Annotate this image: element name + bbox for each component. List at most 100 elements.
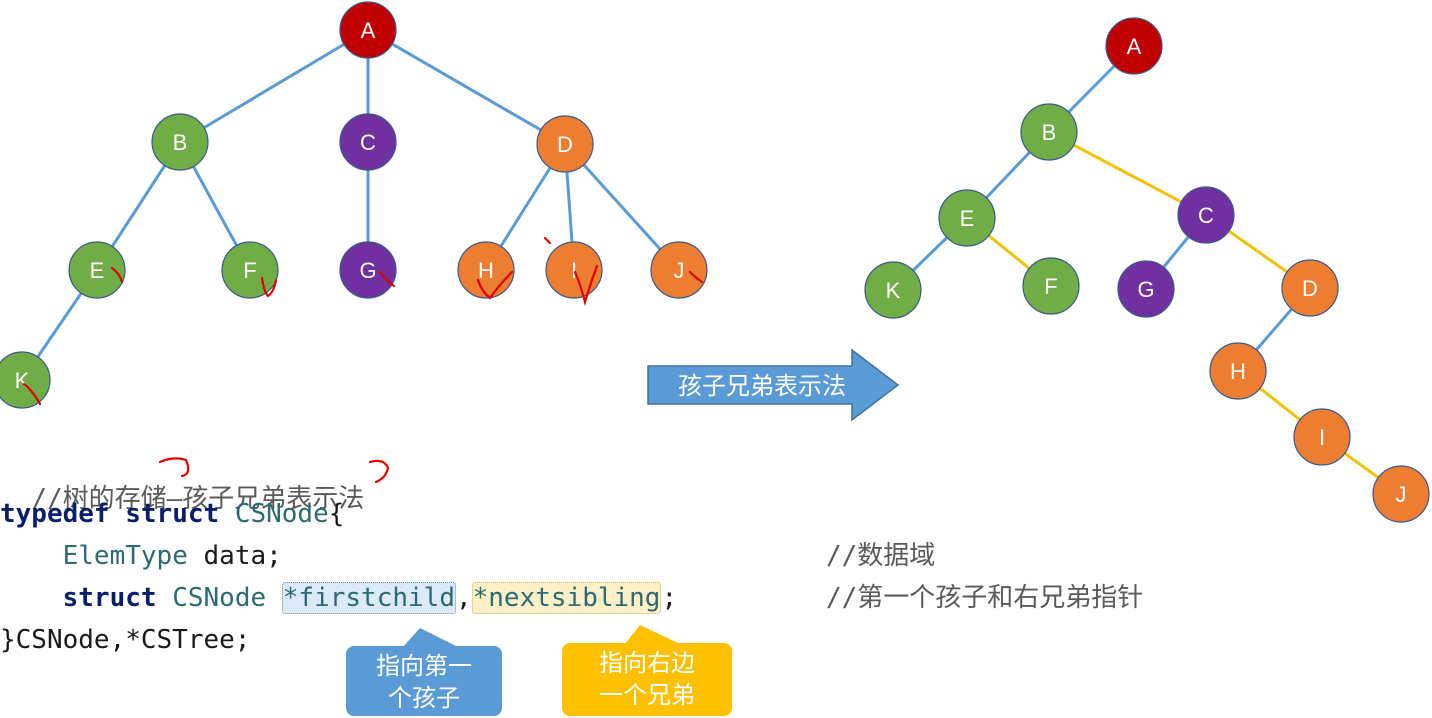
comment-text: //树的存储—孩子兄弟表示法	[31, 484, 365, 514]
right-node-j: J	[1372, 465, 1430, 523]
type-elemtype: ElemType	[62, 541, 188, 571]
callout-nextsibling: 指向右边 一个兄弟	[562, 625, 732, 716]
left-node-circle-b	[151, 113, 209, 171]
right-node-label-h: H	[1230, 359, 1246, 384]
right-node-a: A	[1105, 17, 1163, 75]
keyword-struct-2: struct	[62, 583, 157, 613]
transform-arrow: 孩子兄弟表示法	[647, 348, 900, 422]
left-edge-a-d	[367, 28, 566, 146]
left-tree-edges	[20, 28, 681, 381]
left-node-circle-k	[0, 351, 51, 409]
right-sibling-edge-b-c	[1048, 130, 1207, 217]
open-brace: {	[328, 499, 345, 529]
left-edge-a-b	[179, 28, 369, 144]
right-node-circle-i	[1293, 408, 1351, 466]
right-node-d: D	[1281, 259, 1339, 317]
semicolon: ;	[661, 583, 678, 613]
right-node-b: B	[1020, 103, 1078, 161]
code-comment-title: //树的存储—孩子兄弟表示法	[0, 454, 364, 514]
right-node-label-f: F	[1044, 274, 1057, 299]
left-node-f: F	[221, 241, 279, 299]
right-node-circle-c	[1177, 186, 1235, 244]
right-node-circle-d	[1281, 259, 1339, 317]
callout-firstchild-line1: 指向第一	[376, 652, 472, 680]
callout-firstchild-line2: 个孩子	[388, 684, 460, 712]
left-node-circle-e	[68, 241, 126, 299]
type-csnode: CSNode	[234, 499, 329, 529]
right-node-i: I	[1293, 408, 1351, 466]
left-node-label-i: I	[571, 258, 577, 283]
arrow-label: 孩子兄弟表示法	[678, 372, 846, 400]
left-node-label-b: B	[173, 130, 188, 155]
left-node-label-a: A	[361, 18, 376, 43]
code-line-close: }CSNode,*CSTree;	[0, 625, 250, 655]
keyword-typedef: typedef	[0, 499, 110, 529]
comment-data-field: //数据域	[826, 541, 936, 571]
right-node-circle-e	[938, 189, 996, 247]
left-node-label-j: J	[674, 258, 685, 283]
right-node-h: H	[1209, 342, 1267, 400]
code-line-data: ElemType data;	[0, 541, 282, 571]
left-node-b: B	[151, 113, 209, 171]
left-node-e: E	[68, 241, 126, 299]
left-node-label-e: E	[90, 258, 105, 283]
left-node-circle-j	[650, 241, 708, 299]
right-node-circle-f	[1022, 257, 1080, 315]
right-node-label-i: I	[1319, 425, 1325, 450]
right-node-circle-b	[1020, 103, 1078, 161]
right-node-circle-a	[1105, 17, 1163, 75]
left-node-label-c: C	[360, 130, 376, 155]
left-node-label-h: H	[478, 258, 494, 283]
left-node-circle-g	[339, 241, 397, 299]
comment-pointer-fields: //第一个孩子和右兄弟指针	[826, 583, 1144, 613]
left-node-label-d: D	[557, 132, 573, 157]
left-node-label-k: K	[15, 368, 30, 393]
comma: ,	[455, 583, 472, 613]
right-node-circle-k	[864, 261, 922, 319]
callout-nextsibling-line1: 指向右边	[599, 649, 695, 677]
left-node-label-g: G	[359, 258, 376, 283]
left-tree-nodes: A B C D E F G H I J K	[0, 1, 708, 409]
struct-close: }CSNode,*CSTree;	[0, 625, 251, 655]
right-node-label-b: B	[1042, 120, 1057, 145]
right-node-label-a: A	[1127, 34, 1142, 59]
right-node-circle-g	[1117, 260, 1175, 318]
right-tree-nodes: A B E C K F G D H I J	[864, 17, 1430, 523]
callout-nextsibling-line2: 一个兄弟	[599, 681, 695, 709]
right-node-label-e: E	[960, 206, 975, 231]
left-node-d: D	[536, 115, 594, 173]
code-line-typedef: typedef struct CSNode{	[0, 499, 344, 529]
right-node-k: K	[864, 261, 922, 319]
left-node-circle-i	[545, 241, 603, 299]
left-node-k: K	[0, 351, 51, 409]
right-node-circle-j	[1372, 465, 1430, 523]
right-node-label-c: C	[1198, 203, 1214, 228]
field-nextsibling: *nextsibling	[471, 582, 662, 614]
keyword-struct: struct	[125, 499, 220, 529]
right-node-c: C	[1177, 186, 1235, 244]
right-node-circle-h	[1209, 342, 1267, 400]
code-line-pointers: struct CSNode *firstchild,*nextsibling;	[0, 582, 678, 614]
right-node-label-g: G	[1137, 277, 1154, 302]
field-data: data;	[187, 541, 282, 571]
left-node-label-f: F	[243, 258, 256, 283]
left-node-i: I	[545, 241, 603, 299]
left-node-circle-a	[339, 1, 397, 59]
callout-firstchild: 指向第一 个孩子	[346, 628, 502, 716]
field-firstchild: *firstchild	[281, 582, 456, 614]
type-csnode-2: CSNode	[172, 583, 267, 613]
right-node-e: E	[938, 189, 996, 247]
left-node-j: J	[650, 241, 708, 299]
left-node-a: A	[339, 1, 397, 59]
right-node-label-d: D	[1302, 276, 1318, 301]
right-node-g: G	[1117, 260, 1175, 318]
left-node-g: G	[339, 241, 397, 299]
left-node-circle-d	[536, 115, 594, 173]
left-node-circle-c	[339, 113, 397, 171]
handwritten-annotations	[22, 236, 704, 484]
left-node-c: C	[339, 113, 397, 171]
right-node-label-j: J	[1396, 482, 1407, 507]
right-node-label-k: K	[886, 278, 901, 303]
right-node-f: F	[1022, 257, 1080, 315]
